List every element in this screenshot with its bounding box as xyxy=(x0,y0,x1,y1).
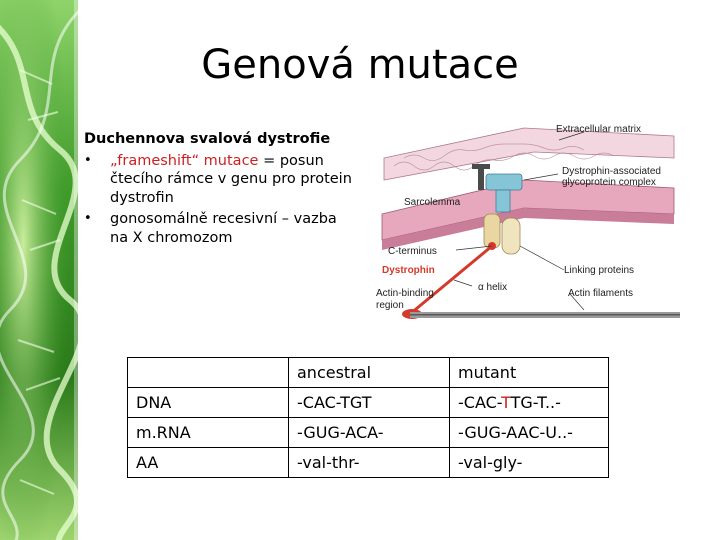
sarcolemma-underside xyxy=(382,208,674,250)
label-extracellular-matrix: Extracellular matrix xyxy=(556,124,641,135)
dystrophin-rod xyxy=(409,244,493,316)
glycoprotein-stalk xyxy=(495,189,511,213)
label-actin-binding-line2: region xyxy=(376,300,404,311)
label-actin-binding-line1: Actin-binding xyxy=(376,288,434,299)
bullet-glyph: • xyxy=(84,211,92,226)
mutated-base: T xyxy=(501,393,511,412)
label-alpha-helix: α helix xyxy=(478,282,507,293)
label-linking-proteins: Linking proteins xyxy=(564,265,634,276)
linking-protein xyxy=(501,217,521,255)
table-header-cell xyxy=(127,357,289,388)
row-label: DNA xyxy=(127,387,289,418)
table-row-dna: DNA -CAC-TGT -CAC-TTG-T..- xyxy=(127,387,609,418)
bullet-heading: Duchennova svalová dystrofie xyxy=(84,131,331,147)
table-row-aa: AA -val-thr- -val-gly- xyxy=(127,447,609,478)
glycoprotein-complex xyxy=(485,173,523,191)
bullet-text: „frameshift“ mutace = posun čtecího rámc… xyxy=(110,152,354,208)
mutant-cell: -CAC-TTG-T..- xyxy=(449,387,609,418)
bullet-text: gonosomálně recesivní – vazba na X chrom… xyxy=(110,211,337,246)
frameshift-term: „frameshift“ mutace xyxy=(110,152,259,169)
table-header-cell: mutant xyxy=(449,357,609,388)
bullet-text-rest: = posun čtecího rámce v genu pro protein… xyxy=(110,152,352,206)
ancestral-cell: -GUG-ACA- xyxy=(288,417,450,448)
mutant-seq-post: TG-T..- xyxy=(510,393,561,412)
ancestral-cell: -CAC-TGT xyxy=(288,387,450,418)
label-dag-line2: glycoprotein complex xyxy=(562,177,656,188)
dystrophin-diagram: Extracellular matrix Dystrophin-associat… xyxy=(376,124,680,319)
bullet-item-inheritance: • gonosomálně recesivní – vazba na X chr… xyxy=(84,210,354,247)
dna-helix-decoration xyxy=(0,0,78,540)
bullet-item-frameshift: • „frameshift“ mutace = posun čtecího rá… xyxy=(84,152,354,208)
mutation-table: ancestral mutant DNA -CAC-TGT -CAC-TTG-T… xyxy=(127,357,609,478)
transmembrane-pin xyxy=(478,168,484,190)
transmembrane-pin-cap xyxy=(472,164,490,169)
bullet-glyph: • xyxy=(84,152,92,168)
label-dag-line1: Dystrophin-associated xyxy=(562,166,661,177)
table-header-cell: ancestral xyxy=(288,357,450,388)
table-header-row: ancestral mutant xyxy=(127,357,609,388)
mutant-cell: -GUG-AAC-U..- xyxy=(449,417,609,448)
table-row-mrna: m.RNA -GUG-ACA- -GUG-AAC-U..- xyxy=(127,417,609,448)
label-c-terminus: C-terminus xyxy=(388,246,437,257)
slide-title: Genová mutace xyxy=(201,42,519,88)
actin-filament xyxy=(410,312,680,318)
mutant-seq-pre: -CAC- xyxy=(458,393,502,412)
mutant-cell: -val-gly- xyxy=(449,447,609,478)
row-label: m.RNA xyxy=(127,417,289,448)
label-sarcolemma: Sarcolemma xyxy=(404,197,461,208)
extracellular-matrix-shape xyxy=(383,127,675,181)
row-label: AA xyxy=(127,447,289,478)
bullet-list: Duchennova svalová dystrofie • „frameshi… xyxy=(84,130,354,250)
label-actin-filaments: Actin filaments xyxy=(568,288,633,299)
ancestral-cell: -val-thr- xyxy=(288,447,450,478)
label-dystrophin: Dystrophin xyxy=(382,265,435,276)
